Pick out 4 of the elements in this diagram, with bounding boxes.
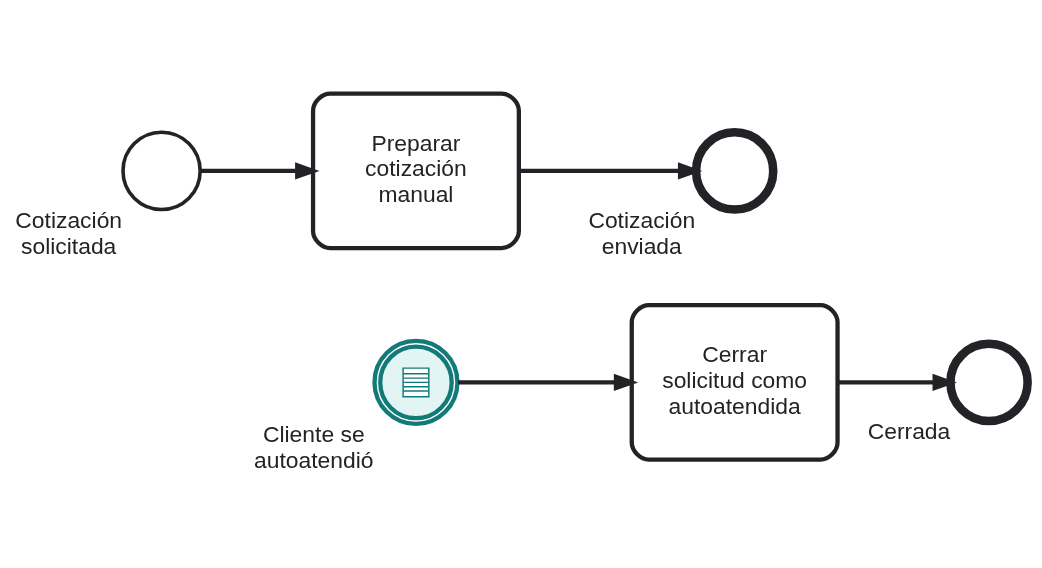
node-label: Cerrada: [867, 417, 951, 444]
node-label: Cliente se autoatendió: [254, 420, 374, 473]
node-label: Cotización enviada: [588, 206, 696, 258]
node-label: Cotización solicitada: [15, 206, 123, 258]
